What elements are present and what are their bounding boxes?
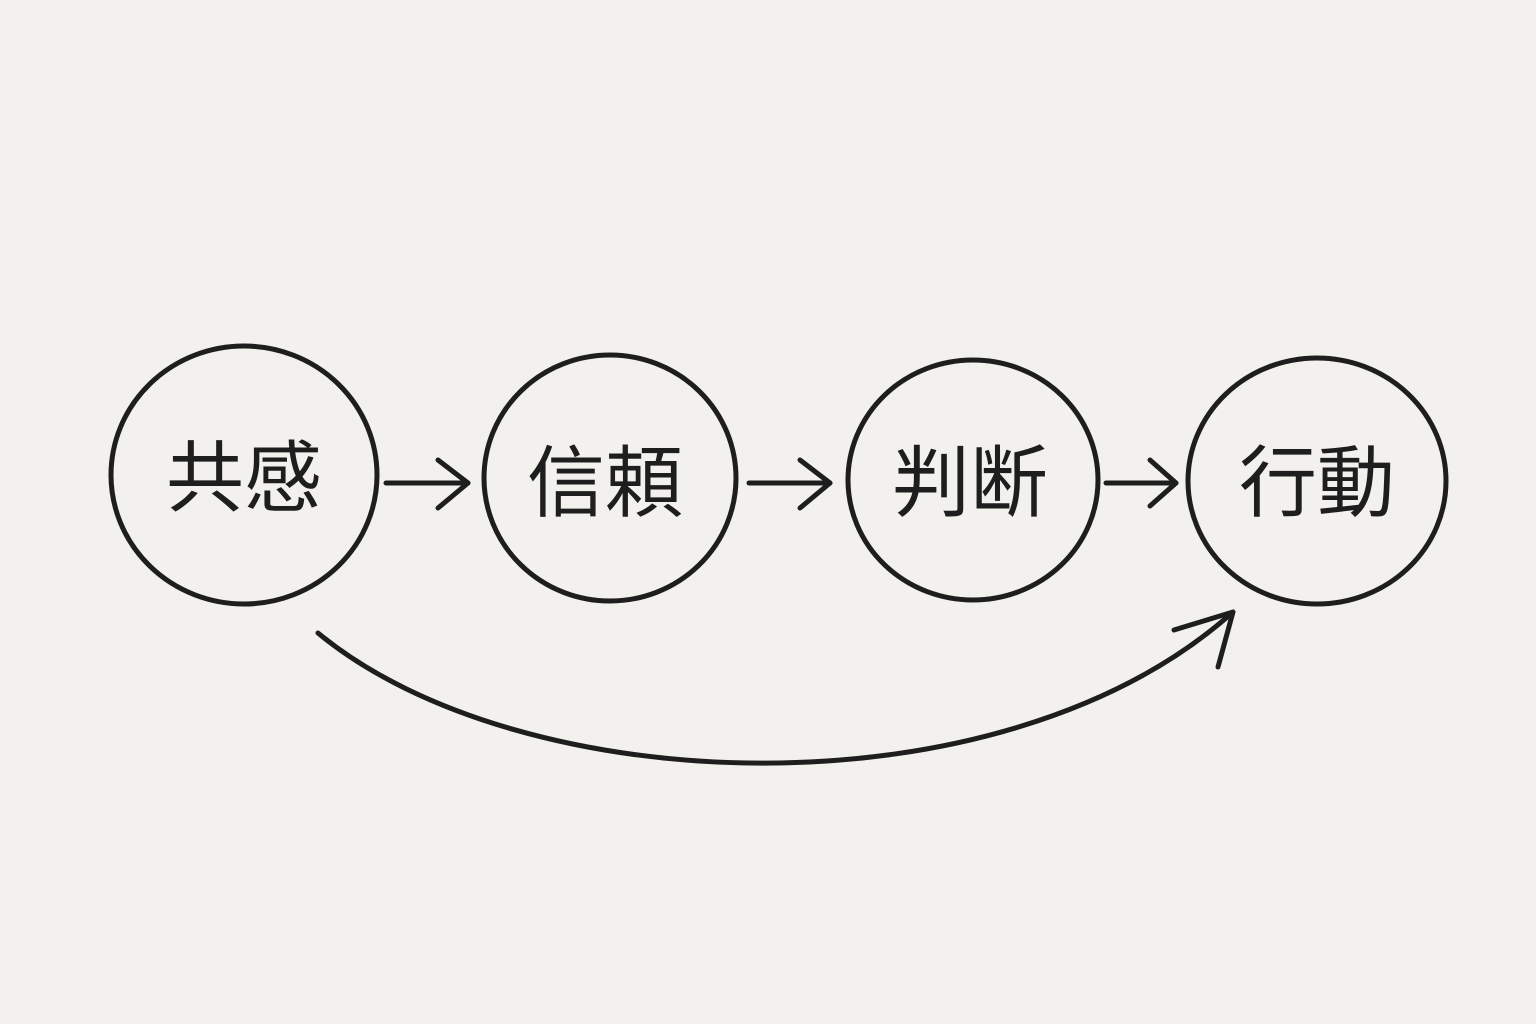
arrow-judgment-to-action — [1103, 457, 1179, 509]
node-label-action: 行動 — [1239, 439, 1395, 529]
node-label-judgment: 判断 — [892, 439, 1048, 529]
arrow-empathy-to-trust — [383, 457, 471, 511]
curved-arrow-empathy-to-action — [315, 609, 1236, 766]
node-label-empathy: 共感 — [166, 434, 322, 524]
node-circle-empathy — [108, 343, 380, 607]
node-circle-trust — [481, 352, 739, 604]
arrow-trust-to-judgment — [746, 457, 833, 511]
node-circle-judgment — [845, 357, 1101, 603]
node-label-trust: 信頼 — [527, 439, 683, 529]
node-circle-action — [1185, 355, 1449, 607]
